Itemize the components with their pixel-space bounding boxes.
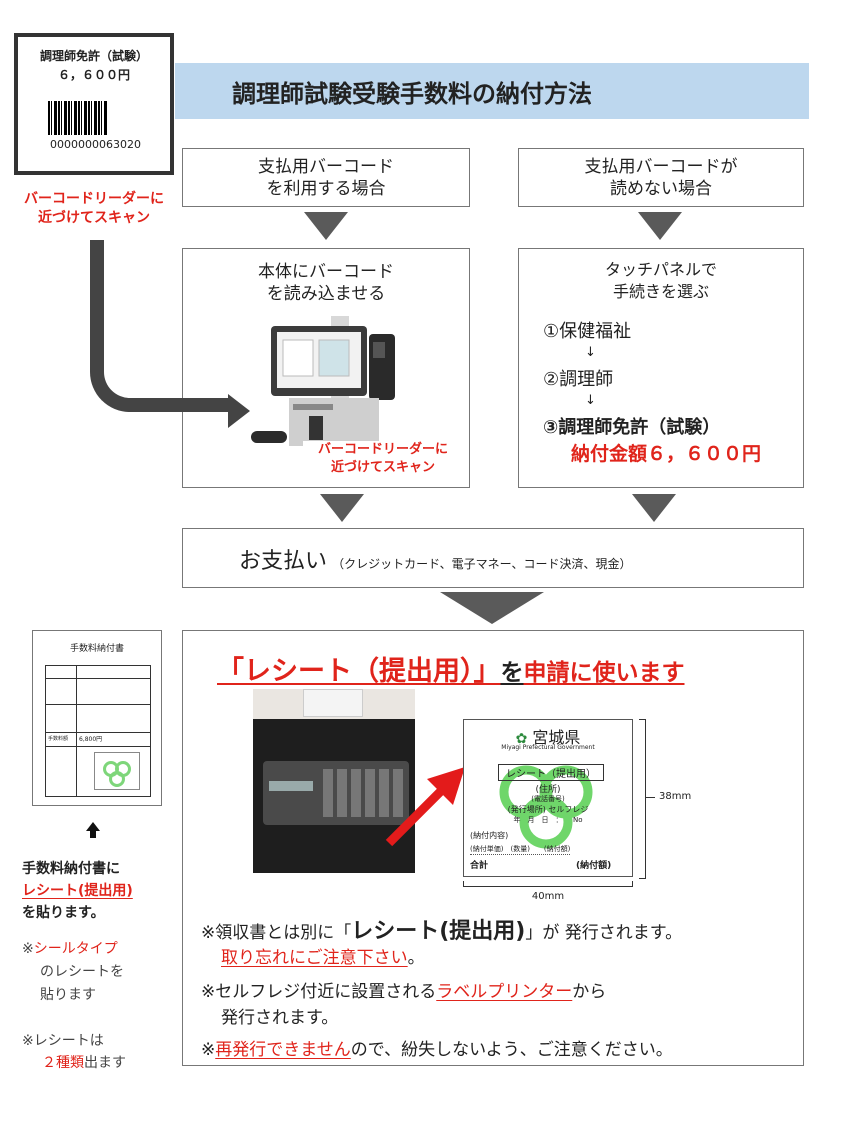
header-bar — [175, 63, 809, 119]
note-3: ※再発行できませんので、紛失しないよう、ご注意ください。 — [201, 1040, 673, 1060]
touch-panel-box: タッチパネルで 手続きを選ぶ ①保健福祉 ↓ ②調理師 ↓ ③調理師免許（試験）… — [518, 248, 804, 488]
fee-form-amount-label: 手数料額 — [48, 736, 69, 742]
prefecture-name: 宮城県 — [532, 728, 581, 747]
paste-line-1: 手数料納付書に — [22, 861, 120, 877]
prefecture-emblem-icon: ✿ — [515, 731, 528, 747]
receipt-title-mid: を — [500, 660, 524, 686]
receipt-line-2: (電話番号) — [531, 795, 565, 803]
fee-form: 手数料納付書 手数料額 6,800円 — [32, 630, 162, 806]
case-barcode-box: 支払用バーコード を利用する場合 — [182, 148, 470, 207]
barcode-number: 0000000063020 — [50, 138, 141, 151]
scan-step-box: 本体にバーコード を読み込ませる バーコードリーダーに 近づけてスキャン — [182, 248, 470, 488]
payment-box: お支払い （クレジットカード、電子マネー、コード決済、現金） — [182, 528, 804, 588]
mini-receipt-sticker — [94, 752, 140, 790]
paste-line-2: レシート(提出用) — [22, 883, 133, 899]
down-arrow-left-2 — [320, 494, 364, 522]
receipt-content: (納付内容) — [470, 831, 509, 840]
receipt-title-end: 申請に使います — [523, 660, 685, 686]
fee-ticket: 調理師免許（試験） ６，６００円 0000000063020 — [14, 33, 174, 175]
receipt-height: 38mm — [659, 791, 692, 802]
down-arrow-right-1 — [638, 212, 682, 240]
height-dim-line — [645, 797, 655, 798]
sticker-note: ※シールタイプ のレシートを 貼ります — [22, 941, 124, 1003]
self-checkout-kiosk-image — [271, 316, 395, 446]
receipt-total: 合計 — [470, 861, 489, 871]
connector-curve — [90, 356, 230, 412]
fee-form-amount: 6,800円 — [79, 736, 103, 743]
touch-panel-text: タッチパネルで 手続きを選ぶ — [604, 260, 717, 301]
fee-form-table: 手数料額 6,800円 — [45, 665, 151, 797]
prefecture-name-en: Miyagi Prefectural Government — [501, 744, 595, 751]
note-2: ※セルフレジ付近に設置されるラベルプリンターから — [201, 982, 607, 1002]
note-1: ※領収書とは別に「レシート(提出用)」が 発行されます。 — [201, 919, 683, 944]
menu-arrow-1: ↓ — [585, 345, 596, 360]
case-barcode-text: 支払用バーコード を利用する場合 — [258, 157, 394, 199]
scan-note-inline: バーコードリーダーに 近づけてスキャン — [303, 441, 463, 477]
receipt-line-1: (住所) — [535, 785, 561, 795]
menu-step-2: ②調理師 — [543, 369, 614, 390]
down-arrow-right-2 — [632, 494, 676, 522]
down-arrow-left-1 — [304, 212, 348, 240]
case-no-barcode-text: 支払用バーコードが 読めない場合 — [584, 157, 738, 199]
up-arrow-icon — [86, 822, 100, 831]
receipt-width: 40mm — [531, 891, 565, 902]
case-no-barcode-box: 支払用バーコードが 読めない場合 — [518, 148, 804, 207]
receipt-label: レシート（提出用） — [498, 764, 604, 781]
payment-methods: （クレジットカード、電子マネー、コード決済、現金） — [332, 557, 632, 571]
receipt-row: (納付単価) (数量) (納付額) — [470, 845, 571, 855]
scan-note-top: バーコードリーダーに 近づけてスキャン — [24, 191, 164, 226]
red-arrow-icon — [385, 767, 465, 847]
note-2b: 発行されます。 — [221, 1008, 339, 1028]
green-emblem-watermark — [499, 765, 593, 849]
receipt-total-amount: (納付額) — [576, 861, 612, 871]
ticket-price: ６，６００円 — [57, 68, 130, 82]
menu-step-1: ①保健福祉 — [543, 321, 632, 342]
scan-step-text: 本体にバーコード を読み込ませる — [258, 262, 394, 304]
connector-arrow-head — [228, 394, 250, 428]
connector-line — [90, 240, 104, 370]
scanner-image — [251, 431, 287, 443]
ticket-title: 調理師免許（試験） — [39, 49, 148, 63]
barcode-graphic — [48, 101, 108, 135]
fee-form-title: 手数料納付書 — [69, 644, 124, 654]
receipt-line-3: (発行場所) セルフレジ — [507, 805, 589, 814]
receipt-panel: 「レシート（提出用）」を申請に使います ✿ 宮城県 Miyagi Prefect… — [182, 630, 804, 1066]
up-arrow-stem — [90, 830, 96, 838]
receipt-title-red: 「レシート（提出用）」 — [217, 656, 501, 687]
width-bracket — [463, 881, 633, 887]
menu-arrow-2: ↓ — [585, 393, 596, 408]
label-printer-photo — [253, 689, 415, 873]
note-1b: 取り忘れにご注意下さい。 — [221, 948, 425, 968]
receipt-line-4: 年 月 日 ： No — [513, 816, 583, 824]
height-bracket — [639, 719, 646, 879]
two-types-note: ※レシートは ２種類出ます — [22, 1033, 126, 1071]
payment-amount: 納付金額６，６００円 — [571, 443, 762, 465]
down-arrow-large — [440, 592, 544, 624]
menu-step-3: ③調理師免許（試験） — [543, 417, 721, 438]
receipt-mockup: ✿ 宮城県 Miyagi Prefectural Government レシート… — [463, 719, 633, 877]
paste-line-3: を貼ります。 — [22, 905, 105, 921]
payment-label: お支払い — [239, 549, 328, 574]
page-title: 調理師試験受験手数料の納付方法 — [232, 80, 592, 108]
